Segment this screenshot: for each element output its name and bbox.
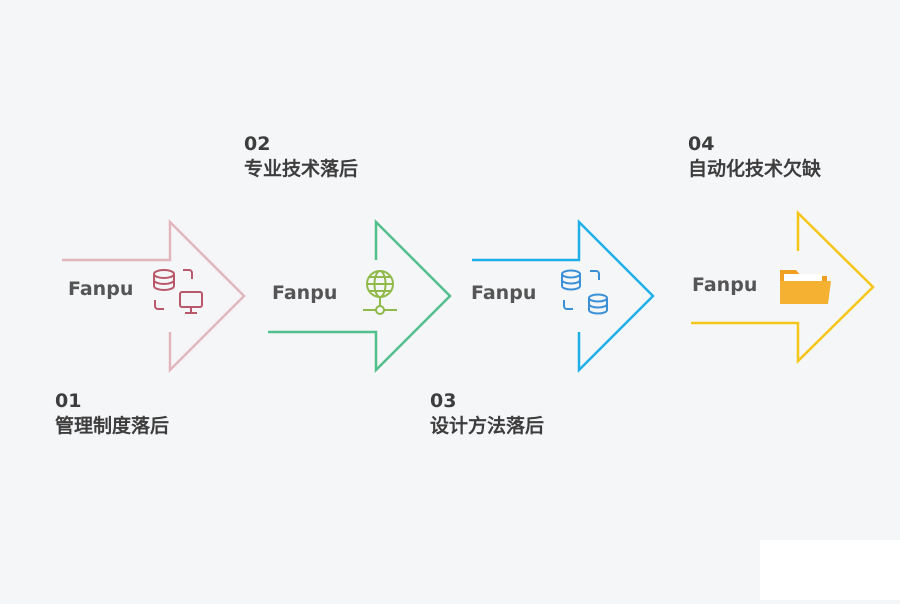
database-monitor-icon: [153, 269, 203, 314]
step-1-label: 01 管理制度落后: [55, 389, 169, 439]
step-4-number: 04: [688, 133, 715, 155]
step-1-arrow: Fanpu: [62, 218, 246, 374]
step-1-number: 01: [55, 390, 82, 412]
step-2-number: 02: [244, 133, 271, 155]
step-4-title: 自动化技术欠缺: [688, 158, 822, 180]
step-1-arrow-outline: [62, 218, 246, 374]
globe-network-icon: [363, 270, 397, 315]
step-1-title: 管理制度落后: [55, 415, 170, 437]
step-4-label: 04 自动化技术欠缺: [688, 132, 821, 182]
step-3-number: 03: [430, 390, 457, 412]
database-sync-icon: [561, 269, 608, 315]
step-4-arrow: Fanpu: [691, 210, 875, 364]
step-2-title: 专业技术落后: [244, 158, 359, 180]
step-2-arrow: Fanpu: [268, 218, 452, 374]
step-2-brand: Fanpu: [272, 282, 337, 304]
step-3-arrow: Fanpu: [471, 218, 655, 374]
corner-patch: [760, 540, 900, 600]
step-4-brand: Fanpu: [692, 274, 757, 296]
step-1-brand: Fanpu: [68, 278, 133, 300]
step-3-brand: Fanpu: [471, 282, 536, 304]
step-4-arrow-outline: [691, 210, 875, 364]
step-2-label: 02 专业技术落后: [244, 132, 358, 182]
step-2-arrow-outline: [268, 218, 452, 374]
step-3-title: 设计方法落后: [430, 415, 545, 437]
step-3-arrow-outline: [472, 218, 655, 374]
folder-icon: [780, 270, 831, 304]
step-3-label: 03 设计方法落后: [430, 389, 544, 439]
